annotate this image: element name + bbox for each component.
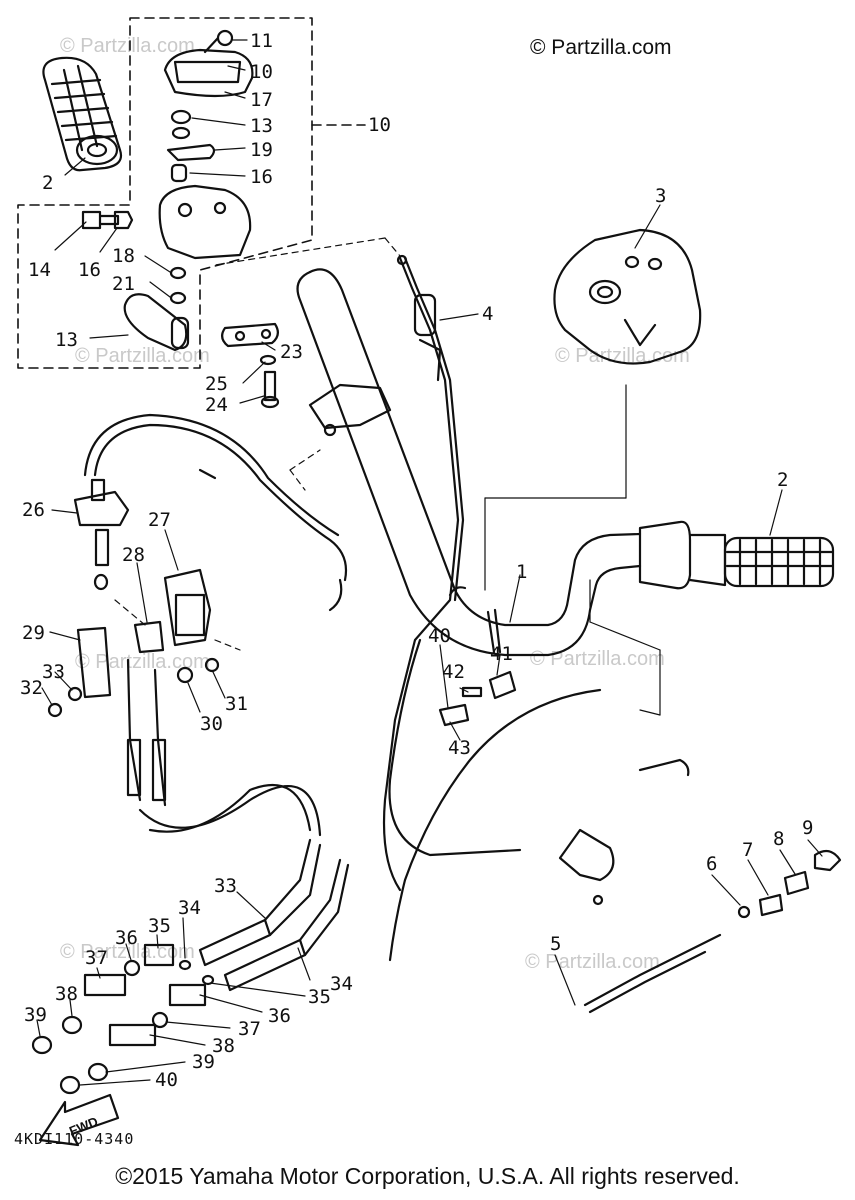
throttle-cable-end (308, 254, 442, 437)
part-label: 19 (250, 139, 273, 161)
part-label: 16 (78, 259, 101, 281)
part-label: 40 (428, 625, 451, 647)
right-grip (638, 520, 835, 590)
part-label: 38 (55, 983, 78, 1005)
watermark-text: © Partzilla.com (60, 941, 195, 963)
part-label: 40 (155, 1069, 178, 1091)
guide-lines (114, 237, 401, 651)
part-label: 42 (442, 661, 465, 683)
part-label: 3 (655, 185, 666, 207)
part-label: 18 (112, 245, 135, 267)
master-cylinder-parts (81, 29, 280, 409)
part-label: 27 (148, 509, 171, 531)
part-label: 2 (777, 469, 788, 491)
left-grip (42, 56, 123, 172)
part-label: 13 (250, 115, 273, 137)
part-label: 1 (516, 561, 527, 583)
part-label: 39 (192, 1051, 215, 1073)
part-label: 10 (368, 114, 391, 136)
watermark-text: © Partzilla.com (525, 951, 660, 973)
copyright-notice: ©2015 Yamaha Motor Corporation, U.S.A. A… (115, 1163, 740, 1189)
part-label: 11 (250, 30, 273, 52)
part-label: 5 (550, 933, 561, 955)
drawing-code: 4KDI110-4340 (14, 1130, 135, 1148)
handlebar (296, 268, 642, 657)
part-label: 30 (200, 713, 223, 735)
part-label: 21 (112, 273, 135, 295)
part-label: 37 (238, 1018, 261, 1040)
part-label: 14 (28, 259, 51, 281)
watermark-text: © Partzilla.com (555, 345, 690, 367)
switch-housing (553, 228, 702, 365)
part-label: 36 (115, 927, 138, 949)
part-label: 35 (308, 986, 331, 1008)
lever-assembly-box (17, 17, 366, 369)
throttle-housing-parts (47, 478, 322, 837)
part-label: 41 (490, 643, 513, 665)
part-label: 25 (205, 373, 228, 395)
part-label: 33 (214, 875, 237, 897)
watermark-group: © Partzilla.com © Partzilla.com © Partzi… (60, 35, 690, 973)
part-label: 35 (148, 915, 171, 937)
watermark-text: © Partzilla.com (60, 35, 195, 57)
cable-5-parts (558, 758, 842, 1014)
part-label: 29 (22, 622, 45, 644)
part-label: 37 (85, 947, 108, 969)
cable-adjuster-parts (31, 838, 350, 1095)
part-labels: 11 10 17 13 19 16 10 2 14 16 18 21 13 23… (20, 30, 813, 1139)
part-label: 28 (122, 544, 145, 566)
part-label: 34 (178, 897, 201, 919)
part-label: 17 (250, 89, 273, 111)
part-label: 7 (742, 839, 753, 861)
partzilla-watermark: © Partzilla.com (530, 36, 672, 59)
part-label: 33 (42, 661, 65, 683)
leader-lines (36, 39, 823, 1086)
watermark-text: © Partzilla.com (530, 648, 665, 670)
part-label: 43 (448, 737, 471, 759)
part-label: 8 (773, 828, 784, 850)
part-label: 24 (205, 394, 228, 416)
part-label: 26 (22, 499, 45, 521)
fwd-arrow (38, 1093, 120, 1147)
part-label: 2 (42, 172, 53, 194)
part-label: 6 (706, 853, 717, 875)
part-label: 32 (20, 677, 43, 699)
part-label: 38 (212, 1035, 235, 1057)
part-label: 23 (280, 341, 303, 363)
part-label: 9 (802, 817, 813, 839)
part-label: 4 (482, 303, 493, 325)
cables (83, 256, 602, 962)
part-label: 10 (250, 61, 273, 83)
part-label: 39 (24, 1004, 47, 1026)
watermark-text: © Partzilla.com (75, 345, 210, 367)
part-label: 36 (268, 1005, 291, 1027)
part-label: 16 (250, 166, 273, 188)
parts-40-43 (438, 670, 517, 727)
part-label: 13 (55, 329, 78, 351)
part-label: 34 (330, 973, 353, 995)
part-label: 31 (225, 693, 248, 715)
